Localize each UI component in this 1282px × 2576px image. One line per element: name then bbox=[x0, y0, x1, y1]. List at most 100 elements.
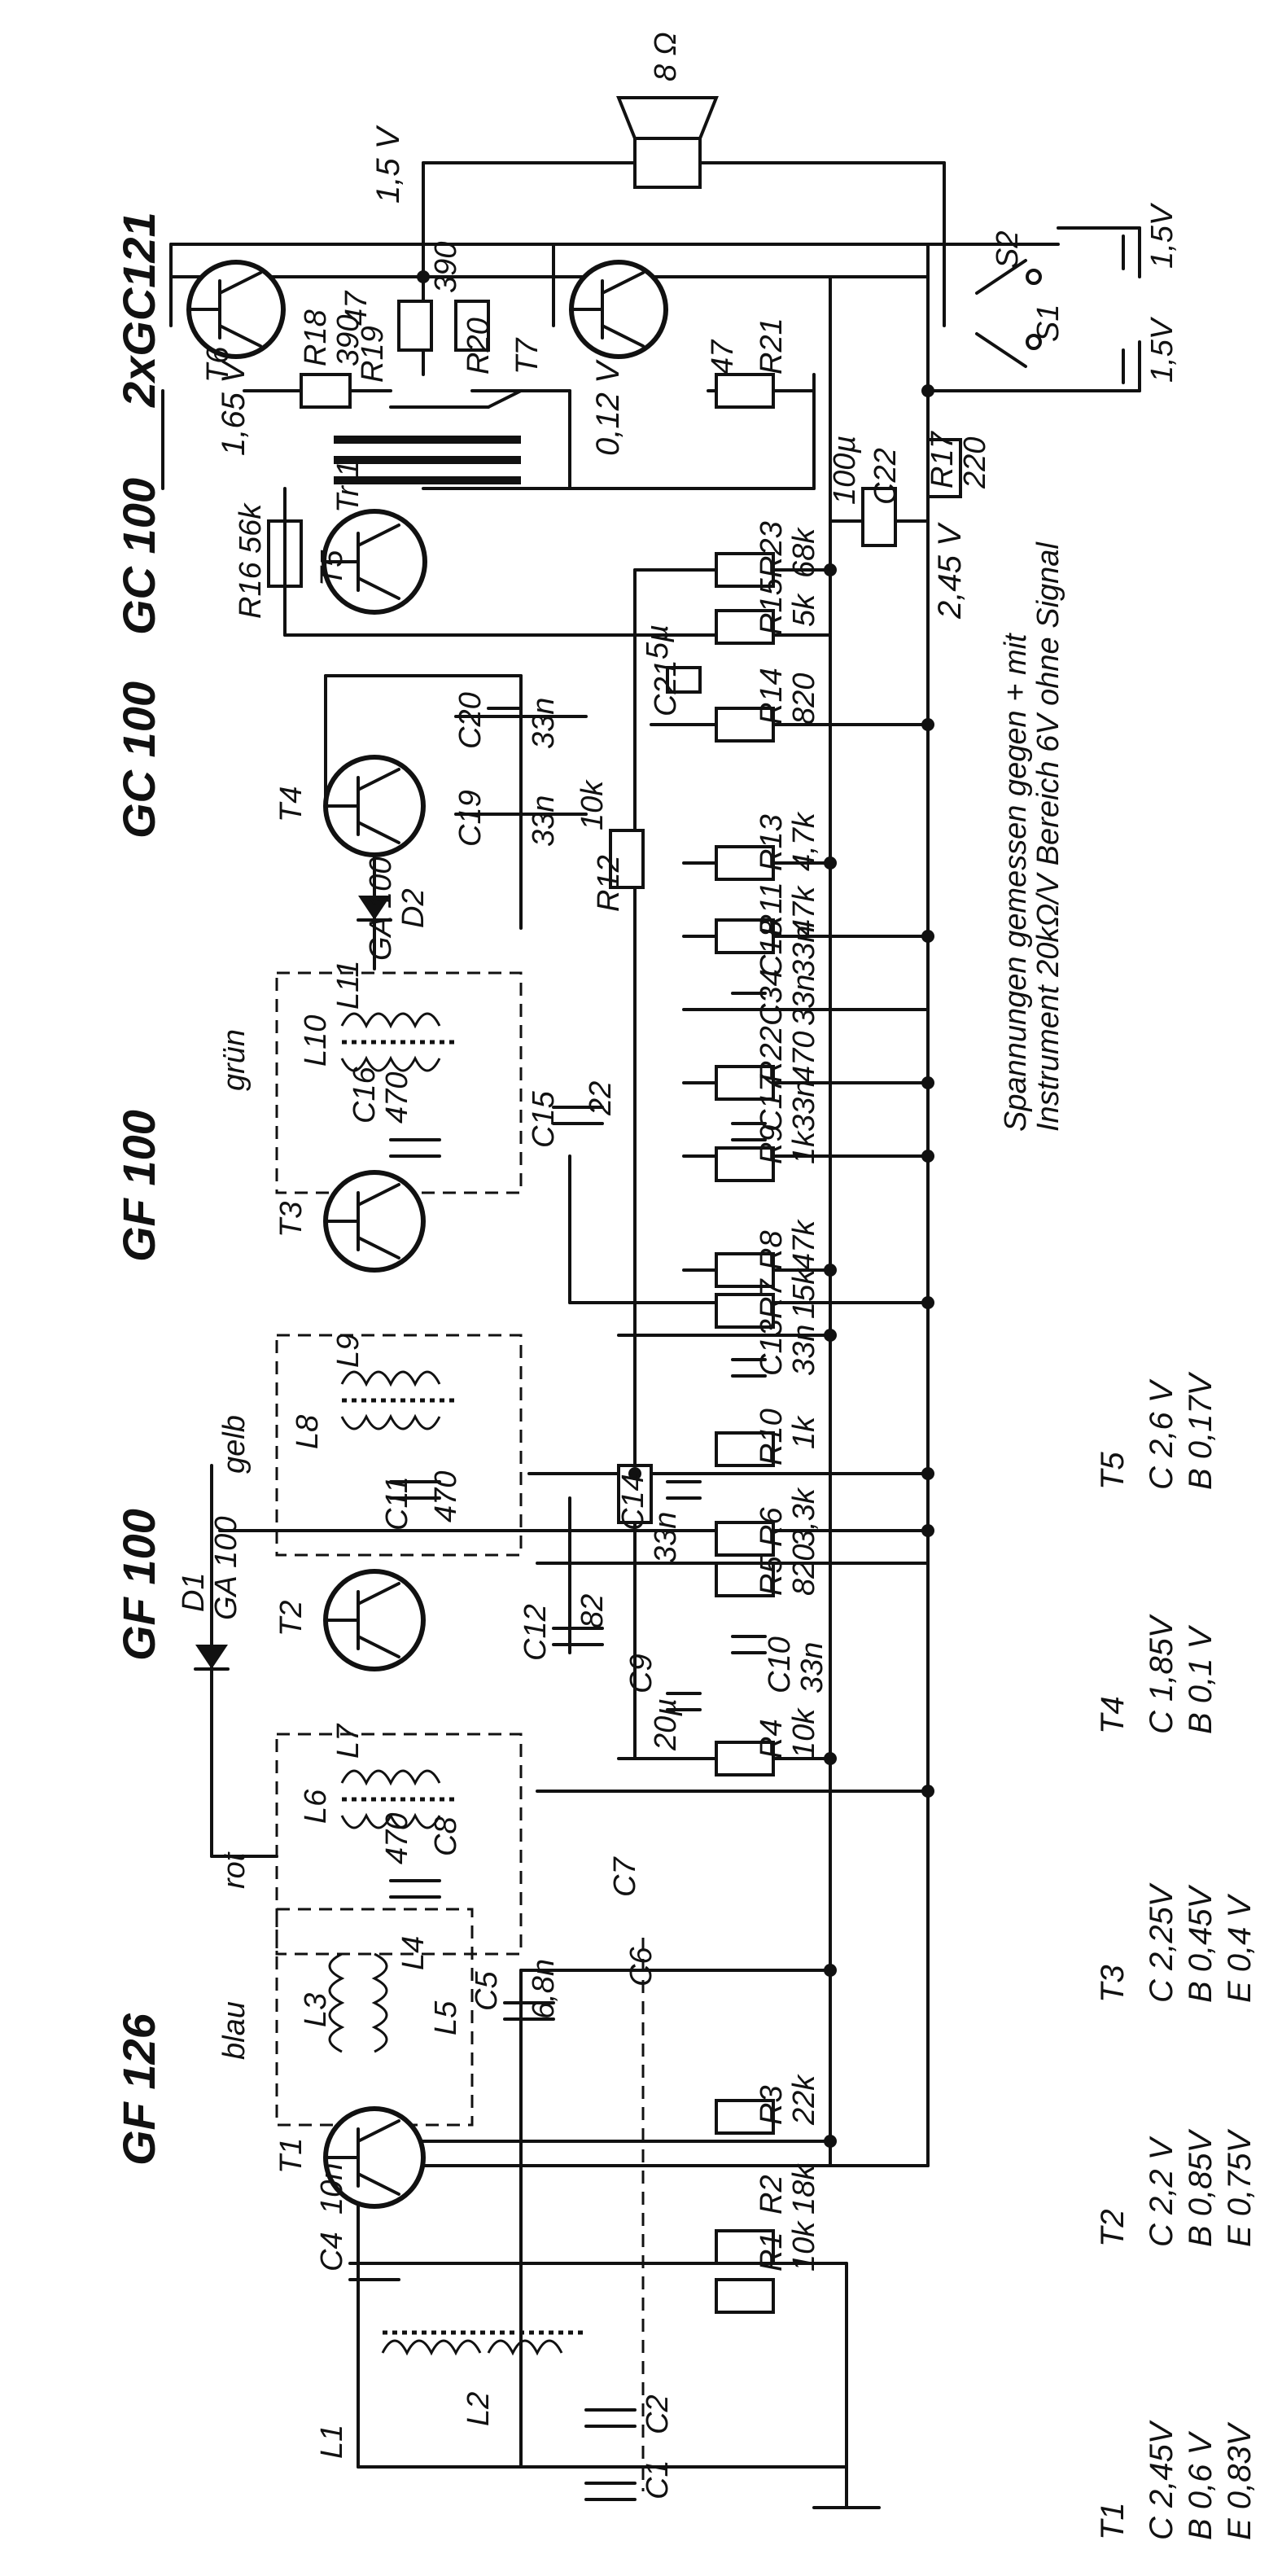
label-R12: R12 bbox=[592, 855, 626, 912]
value-C20: 33n bbox=[527, 698, 561, 749]
label-L2: L2 bbox=[462, 2392, 496, 2426]
value-R16: 56k bbox=[234, 502, 268, 554]
value-R1: 10k bbox=[787, 2220, 821, 2272]
label-C13: C13 bbox=[755, 1319, 789, 1376]
value-R8: 47k bbox=[787, 1219, 821, 1270]
label-C5: C5 bbox=[470, 1971, 504, 2011]
output-transformer bbox=[334, 436, 521, 484]
value-R22: 470 bbox=[787, 1032, 821, 1083]
value-R6: 3,3k bbox=[787, 1487, 821, 1547]
value-R14: 820 bbox=[787, 673, 821, 725]
label-L6: L6 bbox=[299, 1789, 333, 1824]
label-T3: T3 bbox=[274, 1202, 308, 1238]
voltage-value-T2-2: E 0,75V bbox=[1222, 2128, 1258, 2247]
filter-gruen bbox=[275, 971, 523, 1194]
voltage-value-T4-0: C 1,85V bbox=[1144, 1614, 1179, 1734]
voltage-value-T3-1: B 0,45V bbox=[1183, 1884, 1219, 2003]
transistor-T3 bbox=[323, 1154, 571, 1304]
transistor-T4 bbox=[323, 674, 588, 930]
label-C20: C20 bbox=[453, 692, 488, 749]
label-T6: T6 bbox=[201, 346, 235, 383]
label-L1: L1 bbox=[315, 2425, 349, 2459]
value-R17: 220 bbox=[958, 437, 992, 489]
value-C11: 470 bbox=[429, 1471, 463, 1522]
voltage-value-T5-1: B 0,17V bbox=[1183, 1371, 1219, 1490]
voltage-value-T2-0: C 2,2 V bbox=[1144, 2136, 1179, 2247]
diode-D1 bbox=[194, 1464, 278, 1858]
stage-type-t5: GC 100 bbox=[113, 478, 164, 635]
label-R7: R7 bbox=[755, 1278, 789, 1319]
value-C10: 33n bbox=[795, 1642, 829, 1693]
filter-label-rot: rot bbox=[217, 1851, 252, 1889]
label-R1: R1 bbox=[755, 2232, 789, 2272]
voltage-heading-T5: T5 bbox=[1095, 1452, 1131, 1490]
voltage-value-T1-2: E 0,83V bbox=[1222, 2421, 1258, 2540]
value-R2: 18k bbox=[787, 2163, 821, 2215]
label-L9: L9 bbox=[331, 1334, 365, 1368]
voltage-value-T3-2: E 0,4 V bbox=[1222, 1893, 1258, 2003]
measurement-note: Spannungen gemessen gegen + mit Instrume… bbox=[999, 541, 1065, 1132]
voltage-heading-T3: T3 bbox=[1095, 1965, 1131, 2003]
filter-label-gruen: grün bbox=[217, 1029, 252, 1091]
label-R17: R17 bbox=[925, 430, 960, 488]
label-bat2: 1,5V bbox=[1145, 316, 1179, 383]
test-point-2: 1,65 V bbox=[216, 359, 252, 456]
transistor-T6 bbox=[186, 260, 286, 359]
value-C12: 82 bbox=[575, 1594, 610, 1628]
label-T2: T2 bbox=[274, 1601, 308, 1636]
voltage-value-T4-1: B 0,1 V bbox=[1183, 1624, 1219, 1734]
test-point-1: 1,5 V bbox=[370, 125, 406, 204]
stage-type-t1: GF 126 bbox=[113, 2013, 164, 2166]
filter-gelb bbox=[275, 1334, 523, 1557]
label-Tr1: Tr 1 bbox=[331, 460, 365, 513]
driver-passives bbox=[609, 487, 897, 889]
test-point-4: 2,45 V bbox=[932, 522, 968, 620]
label-C9: C9 bbox=[624, 1654, 659, 1693]
value-R21: 47 bbox=[706, 339, 740, 375]
value-R10: 1k bbox=[787, 1415, 821, 1449]
value-C13: 33n bbox=[787, 1325, 821, 1376]
diode-D2 bbox=[357, 853, 392, 970]
label-R6: R6 bbox=[755, 1507, 789, 1547]
value-R18: 390 bbox=[331, 315, 365, 366]
value-R9: 1k bbox=[787, 1130, 821, 1164]
label-speaker: 8 Ω bbox=[649, 32, 683, 81]
label-D2: D2 bbox=[396, 888, 431, 928]
label-L5: L5 bbox=[429, 2000, 463, 2035]
label-R4: R4 bbox=[755, 1719, 789, 1759]
label-R2: R2 bbox=[755, 2175, 789, 2215]
stage-type-out: 2xGC121 bbox=[113, 212, 164, 408]
label-S1: S1 bbox=[1031, 304, 1065, 342]
value-C14: 33n bbox=[649, 1512, 683, 1563]
label-T7: T7 bbox=[510, 337, 545, 375]
transistor-T2 bbox=[323, 1496, 571, 1671]
label-C14: C14 bbox=[616, 1474, 650, 1531]
label-R14: R14 bbox=[755, 668, 789, 725]
label-C7: C7 bbox=[608, 1856, 642, 1897]
filter-rot bbox=[275, 1733, 523, 1956]
label-L4: L4 bbox=[396, 1936, 431, 1970]
label-S2: S2 bbox=[991, 231, 1025, 269]
value-R12: 10k bbox=[575, 779, 610, 830]
value-C18: 33n bbox=[787, 926, 821, 977]
label-L10: L10 bbox=[299, 1015, 333, 1067]
label-R9: R9 bbox=[755, 1124, 789, 1164]
label-C15: C15 bbox=[527, 1090, 561, 1148]
label-T5: T5 bbox=[315, 550, 349, 586]
voltage-value-T1-0: C 2,45V bbox=[1144, 2420, 1179, 2540]
note-line-1: Spannungen gemessen gegen + mit bbox=[999, 633, 1033, 1132]
label-C8: C8 bbox=[429, 1816, 463, 1856]
output-stage bbox=[161, 96, 1060, 490]
label-C22: C22 bbox=[869, 448, 903, 505]
value-C34: 33n bbox=[787, 975, 821, 1026]
label-C16: C16 bbox=[348, 1066, 382, 1124]
label-L7: L7 bbox=[331, 1723, 365, 1759]
label-D1: D1 bbox=[177, 1572, 211, 1612]
label-R5: R5 bbox=[755, 1556, 789, 1596]
label-L3: L3 bbox=[299, 1993, 333, 2027]
value-R7: 15k bbox=[787, 1268, 821, 1319]
value-R15: 5k bbox=[787, 593, 821, 627]
voltage-heading-T1: T1 bbox=[1095, 2502, 1131, 2540]
label-C12: C12 bbox=[518, 1604, 553, 1661]
value-C15: 22 bbox=[584, 1081, 618, 1116]
